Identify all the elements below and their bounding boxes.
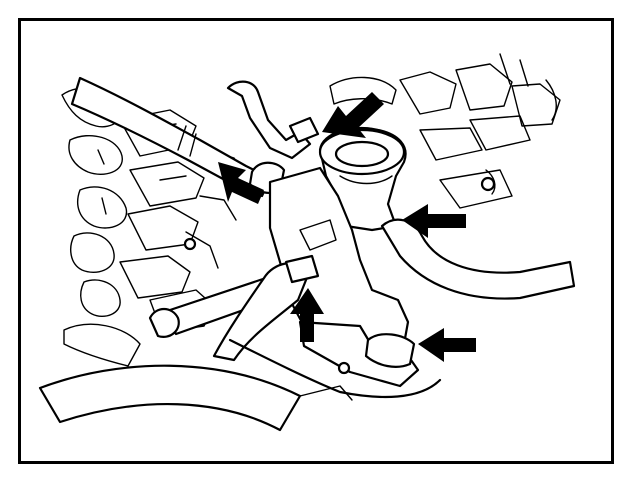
right-hose	[380, 218, 576, 300]
hose-band	[177, 125, 197, 157]
arrow-left-clamp	[218, 162, 264, 204]
clamp-center	[284, 254, 320, 284]
bolt-lower	[337, 361, 351, 375]
bottom-hose	[38, 364, 302, 432]
wire-branch	[299, 385, 353, 401]
bolt-right	[480, 176, 496, 192]
arrow-center-clamp	[290, 288, 324, 342]
lower-pipe-end	[148, 307, 180, 338]
lower-hose	[298, 320, 420, 388]
small-hose-arch	[226, 80, 312, 160]
bolt-left	[183, 237, 197, 251]
clamp-lower	[364, 333, 416, 368]
arrow-lower-clamp	[418, 328, 476, 362]
wire-harness	[228, 338, 442, 399]
clamp-upper	[288, 116, 320, 144]
housing-flange	[299, 219, 337, 251]
arrow-upper-clamp	[322, 92, 384, 138]
arrow-right-hose	[402, 204, 466, 238]
engine-block-right	[329, 53, 561, 209]
